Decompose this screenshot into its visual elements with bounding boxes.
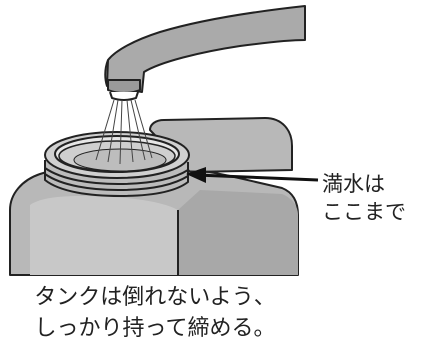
full-line-pointer [186, 167, 319, 183]
full-water-label-line2: ここまで [322, 200, 406, 224]
water-streams [95, 99, 153, 165]
full-water-label: 満水は ここまで [322, 170, 406, 226]
water-tank [9, 117, 299, 276]
faucet-nozzle [107, 79, 141, 94]
full-water-label-line1: 満水は [322, 172, 385, 196]
faucet [104, 5, 306, 101]
instruction-caption-line2: しっかり持って締める。 [34, 316, 276, 341]
instruction-caption-line1: タンクは倒れないよう、 [34, 285, 276, 310]
instruction-caption: タンクは倒れないよう、 しっかり持って締める。 [0, 282, 310, 344]
